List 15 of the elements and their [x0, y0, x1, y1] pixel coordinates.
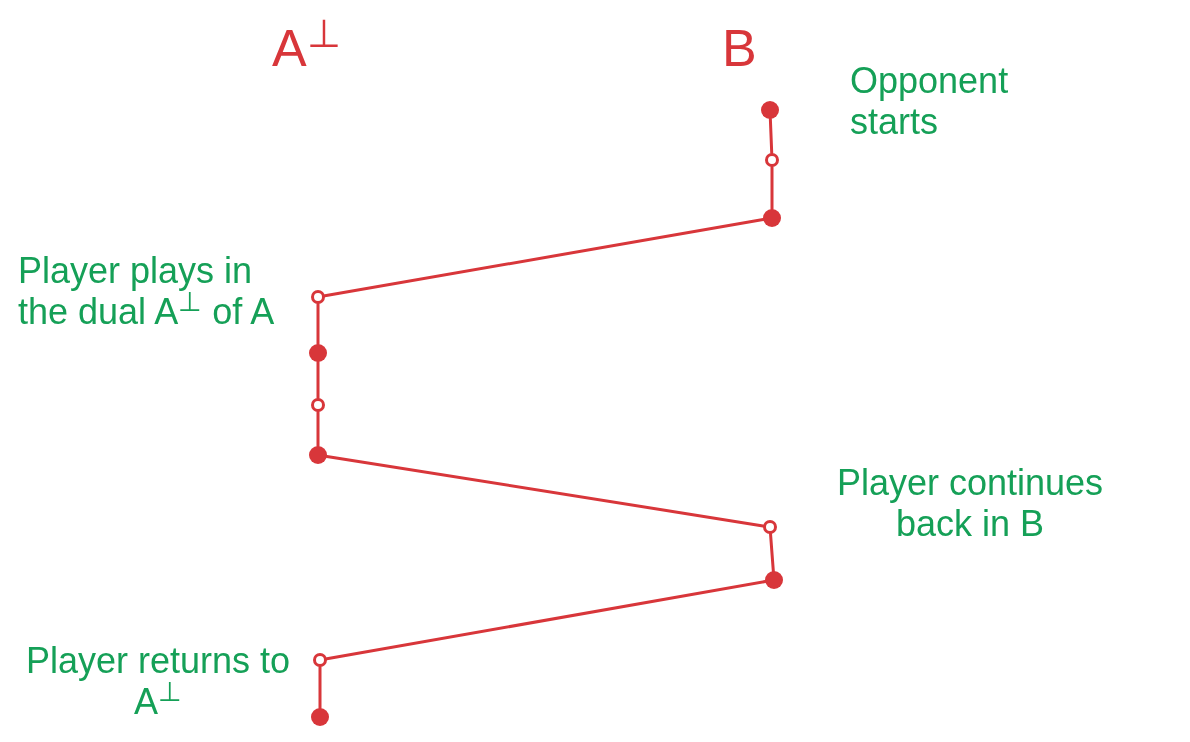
- connector-line: [769, 532, 775, 573]
- connector-line: [316, 302, 320, 346]
- connector-line: [316, 360, 320, 400]
- annotation-text: Opponent starts: [850, 60, 1010, 143]
- annotation-text: Player plays in the dual A$^{⊥}$ of A: [18, 250, 276, 333]
- connector-line: [325, 454, 765, 528]
- annotation-text: Player continues back in B: [835, 462, 1105, 545]
- connector-line: [325, 580, 767, 661]
- connector-line: [768, 117, 774, 155]
- annotation-text: Player returns to A$^{⊥}$: [24, 640, 292, 723]
- connector-line: [318, 665, 322, 710]
- connector-line: [316, 410, 320, 448]
- column-heading: B: [722, 22, 757, 74]
- connector-line: [770, 165, 774, 211]
- connector-line: [323, 218, 765, 298]
